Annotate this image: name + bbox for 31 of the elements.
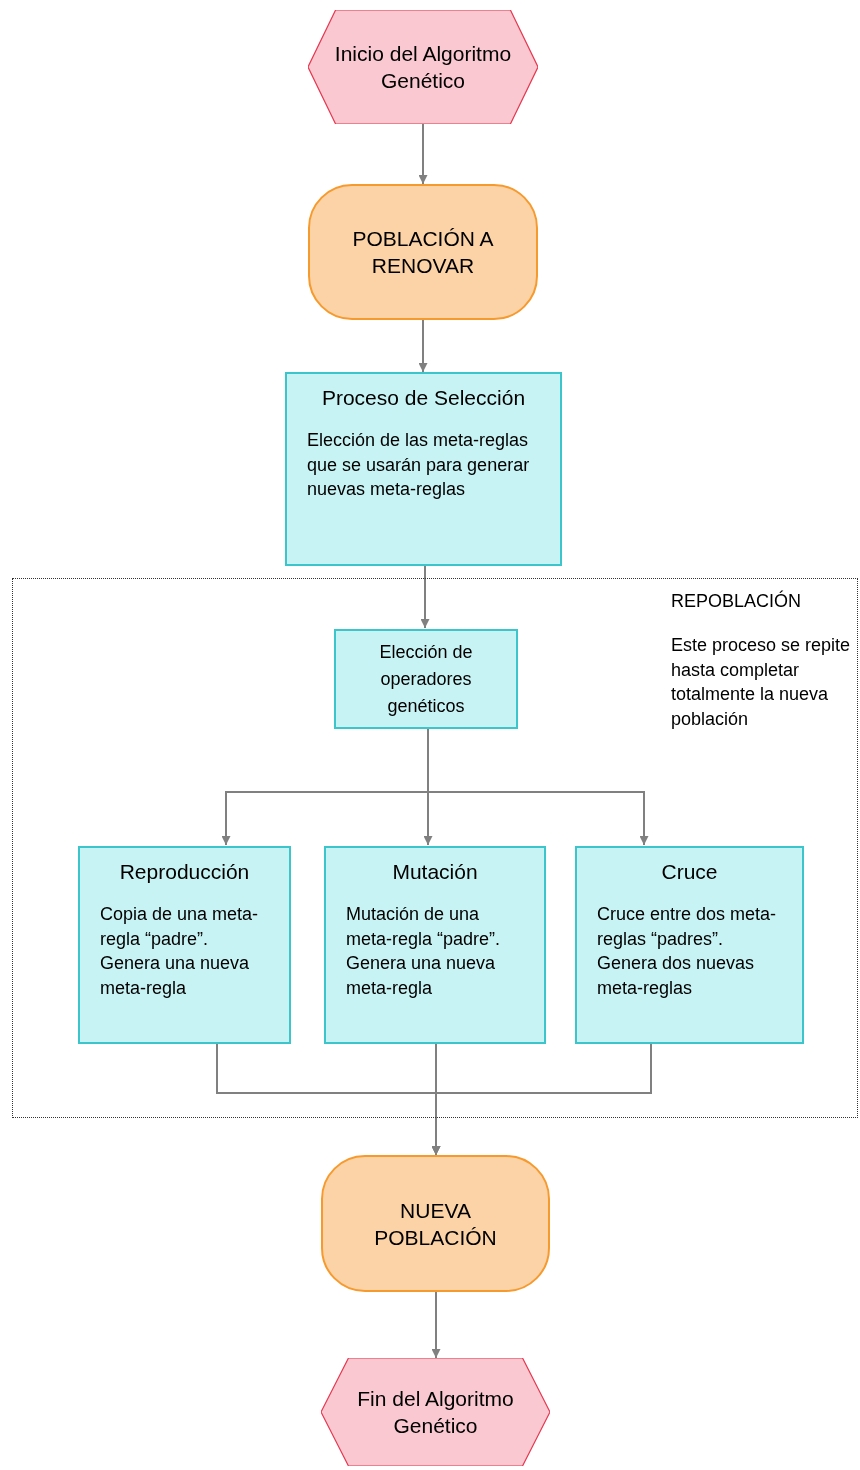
node-label: POBLACIÓN A RENOVAR — [351, 226, 495, 279]
arrow — [427, 727, 649, 846]
box-title: Proceso de Selección — [320, 385, 527, 411]
arrow — [431, 1291, 441, 1359]
terminal-hexagon — [308, 10, 538, 124]
region-note: Este proceso se repite hasta completar totalmente la nueva población — [671, 634, 851, 731]
process-box — [334, 629, 518, 729]
process-box — [78, 846, 291, 1044]
process-box — [285, 372, 562, 566]
process-box — [575, 846, 804, 1044]
node-label: NUEVA POBLACIÓN — [373, 1197, 498, 1251]
box-title: Cruce — [660, 859, 719, 885]
arrow — [418, 123, 428, 185]
terminal-hexagon — [321, 1358, 550, 1466]
box-description: Elección de las meta-reglas que se usarán para generar nuevas meta-reglas — [307, 429, 531, 501]
node-label: Elección de operadores genéticos — [378, 640, 474, 718]
node-label: Fin del Algoritmo Genético — [356, 1386, 515, 1439]
rounded-box — [321, 1155, 550, 1292]
arrow — [418, 319, 428, 373]
dotted-region — [12, 578, 858, 1118]
box-description: Copia de una meta-regla “padre”. Genera una nueva meta-regla — [100, 903, 260, 1000]
region-title: REPOBLACIÓN — [671, 589, 803, 613]
box-description: Mutación de una meta-regla “padre”. Genera una nueva meta-regla — [346, 903, 502, 1000]
arrow — [431, 1042, 652, 1156]
box-title: Mutación — [391, 859, 479, 885]
process-box — [324, 846, 546, 1044]
node-label: Inicio del Algoritmo Genético — [333, 41, 513, 94]
rounded-box — [308, 184, 538, 320]
box-title: Reproducción — [118, 859, 251, 885]
box-description: Cruce entre dos meta-reglas “padres”. Genera dos nuevas meta-reglas — [597, 903, 778, 1000]
arrow — [420, 565, 430, 629]
